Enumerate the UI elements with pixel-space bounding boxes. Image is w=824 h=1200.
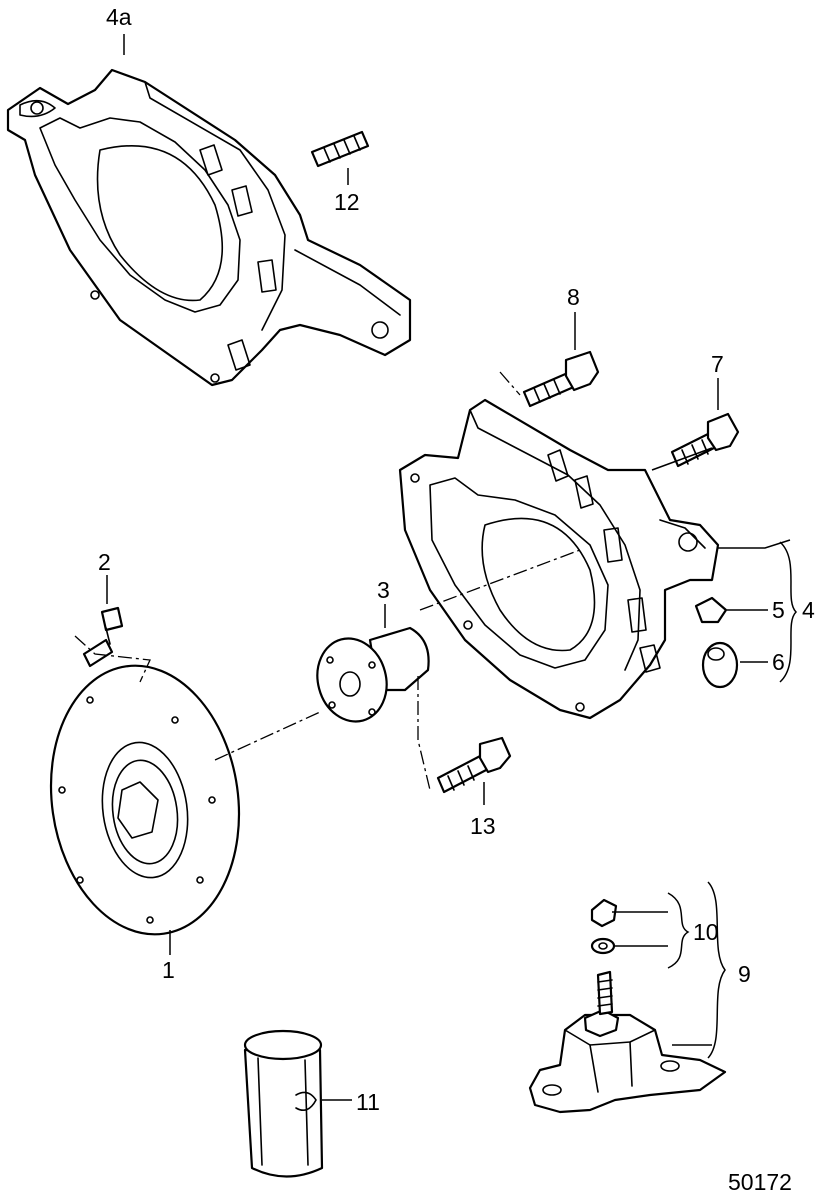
callout-7: 7 — [711, 351, 724, 377]
bolt-8 — [522, 350, 600, 408]
oil-filter-11 — [243, 1029, 324, 1178]
bolt-7 — [670, 412, 740, 468]
engine-mount-9 — [528, 970, 727, 1114]
callout-11: 11 — [356, 1089, 380, 1115]
leader-lines — [74, 34, 798, 1101]
callout-2: 2 — [98, 549, 111, 575]
callout-4a: 4a — [106, 4, 132, 30]
flywheel-housing-4 — [398, 398, 720, 720]
callout-12: 12 — [334, 189, 360, 215]
bolt-2 — [82, 606, 124, 668]
callout-4: 4 — [802, 597, 815, 623]
bushing-6 — [701, 641, 739, 689]
figure-number: 50172 — [728, 1169, 792, 1195]
callout-9: 9 — [738, 961, 751, 987]
flywheel-1 — [49, 664, 241, 936]
callout-6: 6 — [772, 649, 785, 675]
callout-13: 13 — [470, 813, 496, 839]
flywheel-housing-4a — [6, 68, 412, 387]
callout-1: 1 — [162, 957, 175, 983]
callout-8: 8 — [567, 284, 580, 310]
drive-coupler-3 — [316, 626, 430, 723]
callout-5: 5 — [772, 597, 785, 623]
bolt-13 — [436, 736, 512, 794]
nut-5 — [694, 596, 728, 624]
callout-10: 10 — [693, 919, 719, 945]
callout-labels: 4a 12 8 7 2 3 5 4 6 13 1 10 9 11 50172 — [98, 4, 815, 1195]
callout-3: 3 — [377, 577, 390, 603]
nut-10 — [590, 898, 618, 955]
stud-12 — [310, 130, 370, 168]
